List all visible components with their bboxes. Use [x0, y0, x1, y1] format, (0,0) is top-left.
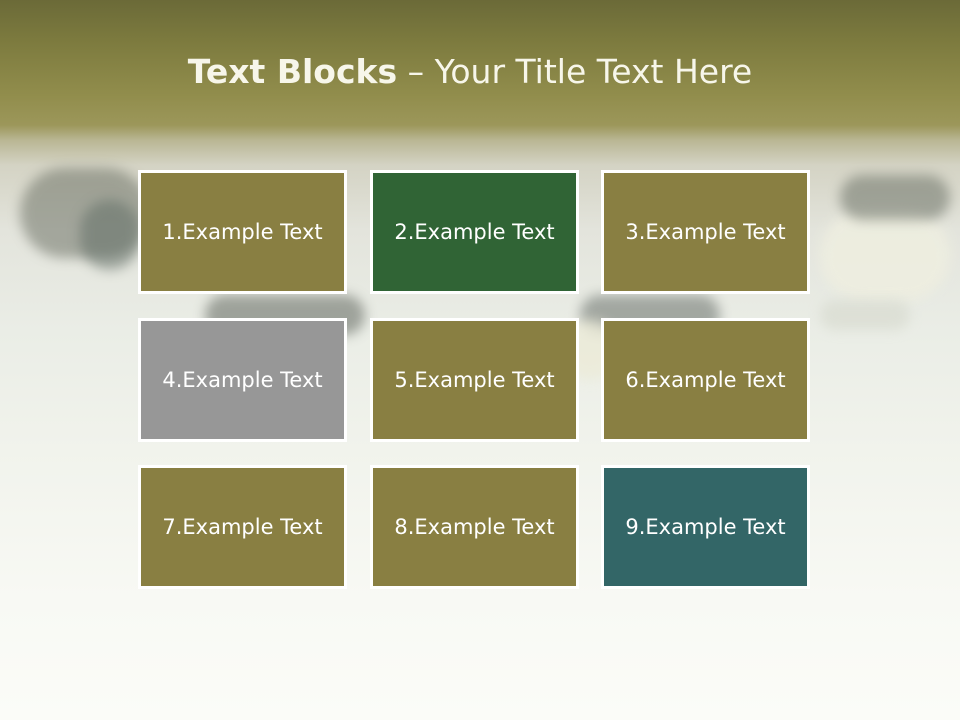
text-block-grid: 1.Example Text 2.Example Text 3.Example …: [138, 170, 816, 594]
text-block-7[interactable]: 7.Example Text: [138, 465, 347, 589]
page-title: Text Blocks – Your Title Text Here: [0, 52, 940, 91]
capsule-decoration: [840, 175, 950, 220]
text-block-6[interactable]: 6.Example Text: [601, 318, 810, 442]
text-block-label: 1.Example Text: [162, 220, 323, 244]
text-block-label: 9.Example Text: [625, 515, 786, 539]
text-block-label: 5.Example Text: [394, 368, 555, 392]
text-block-1[interactable]: 1.Example Text: [138, 170, 347, 294]
capsule-decoration: [820, 210, 950, 300]
title-bold: Text Blocks: [187, 52, 398, 91]
text-block-label: 4.Example Text: [162, 368, 323, 392]
text-block-2[interactable]: 2.Example Text: [370, 170, 579, 294]
title-rest: – Your Title Text Here: [397, 52, 753, 91]
text-block-label: 6.Example Text: [625, 368, 786, 392]
text-block-4[interactable]: 4.Example Text: [138, 318, 347, 442]
capsule-decoration: [80, 200, 140, 270]
text-block-9[interactable]: 9.Example Text: [601, 465, 810, 589]
text-block-label: 7.Example Text: [162, 515, 323, 539]
text-block-label: 2.Example Text: [394, 220, 555, 244]
text-block-label: 3.Example Text: [625, 220, 786, 244]
capsule-decoration: [820, 300, 910, 330]
text-block-8[interactable]: 8.Example Text: [370, 465, 579, 589]
text-block-5[interactable]: 5.Example Text: [370, 318, 579, 442]
text-block-3[interactable]: 3.Example Text: [601, 170, 810, 294]
text-block-label: 8.Example Text: [394, 515, 555, 539]
